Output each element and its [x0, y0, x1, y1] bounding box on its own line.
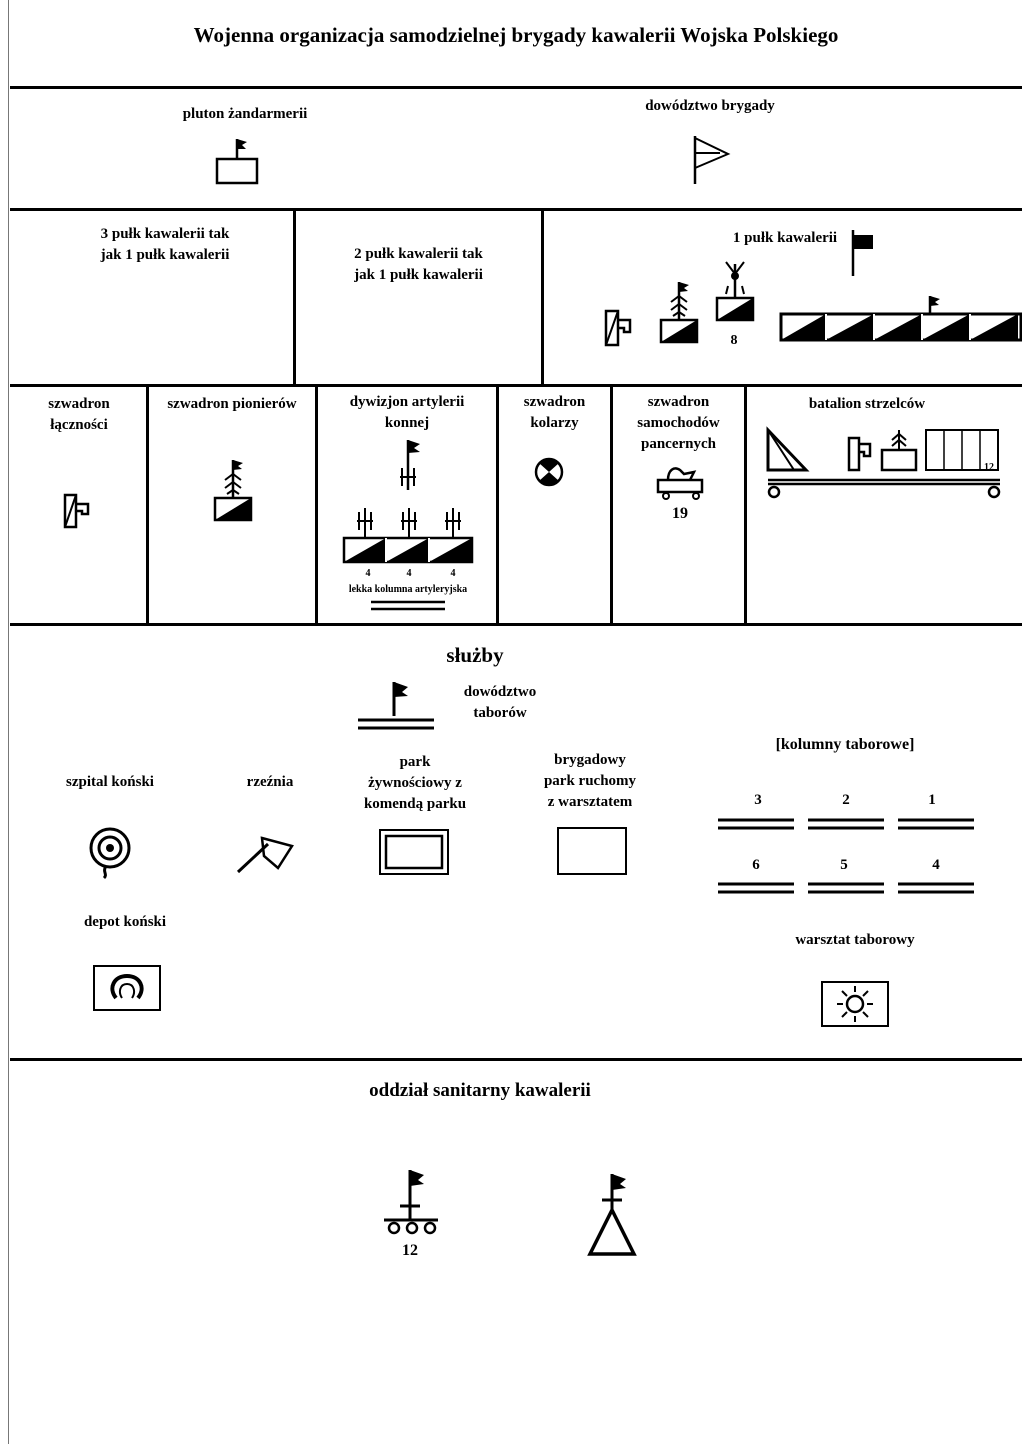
- regiment-number: 8: [730, 333, 738, 348]
- brigade-hq-label: dowództwo brygady: [645, 98, 775, 114]
- gendarmerie-label: pluton żandarmerii: [182, 106, 308, 122]
- column-number: 4: [932, 857, 940, 873]
- divider-line: [146, 386, 149, 624]
- slaughterhouse-axe-symbol: [234, 832, 294, 876]
- divider-line: [315, 386, 318, 624]
- food-park-label: park żywnościowy z komendą parku: [363, 754, 467, 812]
- rifle-battalion-label: batalion strzelców: [808, 396, 926, 412]
- battery-number: 4: [406, 568, 412, 579]
- artillery-symbol: [338, 440, 478, 616]
- armored-car-symbol: [654, 462, 708, 502]
- column-number: 2: [842, 792, 850, 808]
- divider-line: [10, 86, 1022, 89]
- divider-line: [541, 210, 544, 385]
- column-number: 1: [928, 792, 936, 808]
- battery-number: 4: [365, 568, 371, 579]
- mobile-park-label: brygadowy park ruchomy z warsztatem: [543, 752, 637, 810]
- battery-number: 4: [450, 568, 456, 579]
- regiment-1-label: 1 pułk kawalerii: [732, 230, 838, 246]
- rifle-battalion-number: 12: [984, 462, 994, 473]
- train-hq-symbol: [356, 682, 436, 736]
- artillery-column-label: lekka kolumna artyleryjska: [348, 584, 468, 595]
- cyclist-wheel-symbol: [533, 456, 565, 488]
- left-border: [8, 0, 9, 1444]
- train-workshop-symbol: [820, 980, 890, 1028]
- divider-line: [10, 384, 1022, 387]
- train-hq-label: dowództwo taborów: [463, 684, 537, 721]
- horse-depot-label: depot koński: [83, 914, 167, 930]
- cyclists-label: szwadron kolarzy: [523, 394, 586, 431]
- regiment-3-label: 3 pułk kawalerii tak jak 1 pułk kawaleri…: [100, 226, 230, 263]
- divider-line: [496, 386, 499, 624]
- food-park-symbol: [378, 828, 450, 876]
- medical-number: 12: [402, 1242, 418, 1259]
- divider-line: [744, 386, 747, 624]
- armored-cars-number: 19: [672, 505, 688, 522]
- artillery-label: dywizjon artylerii konnej: [349, 394, 465, 431]
- rifle-battalion-symbol: [764, 426, 1006, 502]
- armored-cars-label: szwadron samochodów pancernych: [637, 394, 720, 452]
- pioneer-squadron-symbol: [212, 460, 254, 526]
- regiment-flag-symbol: [850, 228, 873, 280]
- column-number: 6: [752, 857, 760, 873]
- gendarmerie-symbol: [214, 139, 260, 186]
- train-columns-symbol: [716, 814, 978, 898]
- horse-hospital-label: szpital koński: [66, 774, 154, 790]
- slaughterhouse-label: rzeźnia: [246, 774, 294, 790]
- pioneers-label: szwadron pionierów: [167, 396, 297, 412]
- medical-column-symbol: [380, 1170, 442, 1242]
- signals-label: szwadron łączności: [48, 396, 110, 433]
- column-number: 3: [754, 792, 762, 808]
- divider-line: [10, 623, 1022, 626]
- medical-title: oddział sanitarny kawalerii: [369, 1080, 591, 1101]
- divider-line: [610, 386, 613, 624]
- horse-depot-symbol: [92, 964, 162, 1012]
- brigade-hq-flag-symbol: [690, 134, 732, 186]
- train-columns-label: [kolumny taborowe]: [775, 736, 915, 753]
- pioneer-symbol: [658, 282, 700, 346]
- column-number: 5: [840, 857, 848, 873]
- services-title: służby: [446, 643, 504, 667]
- signals-squadron-symbol: [62, 492, 92, 532]
- horse-hospital-symbol: [86, 826, 138, 878]
- signals-symbol: [603, 308, 633, 350]
- divider-line: [10, 1058, 1022, 1061]
- machine-gun-symbol: [714, 258, 756, 326]
- divider-line: [10, 208, 1022, 211]
- train-workshop-label: warsztat taborowy: [795, 932, 915, 948]
- field-hospital-tent-symbol: [584, 1174, 640, 1258]
- divider-line: [293, 210, 296, 385]
- squadrons-symbol: [778, 296, 1022, 344]
- regiment-2-label: 2 pułk kawalerii tak jak 1 pułk kawaleri…: [354, 246, 483, 283]
- mobile-park-symbol: [556, 826, 628, 876]
- chart-title: Wojenna organizacja samodzielnej brygady…: [193, 23, 839, 47]
